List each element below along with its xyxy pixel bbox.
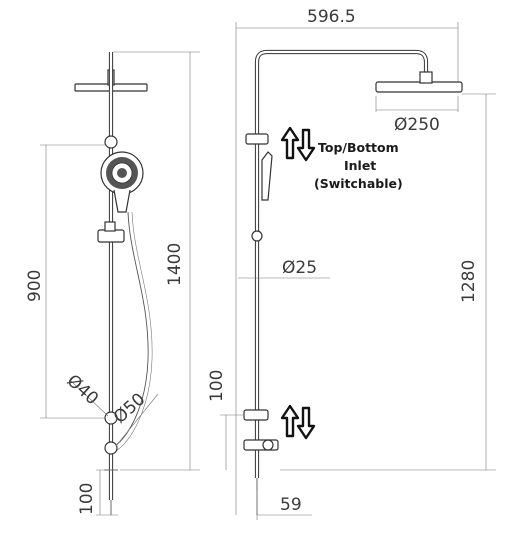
side-dimensions: 596.5 Ø250 Ø25 1280 100 59 <box>207 7 496 520</box>
bottom-inlet-fitting <box>243 409 269 421</box>
head-diameter-label: Ø250 <box>394 115 440 135</box>
front-view <box>74 52 153 515</box>
inlet-note: Top/Bottom Inlet (Switchable) <box>314 140 403 191</box>
up-down-arrows-icon <box>280 404 316 440</box>
inlet-note-line1: Top/Bottom <box>318 140 399 155</box>
front-mixer-bottom <box>104 441 118 455</box>
front-diverter-knob <box>104 135 118 149</box>
inlet-note-line2: Inlet <box>344 158 376 173</box>
side-hand-shower <box>261 151 273 201</box>
slide-length-label: 900 <box>25 270 45 302</box>
overall-width-label: 596.5 <box>307 7 356 27</box>
pipe-diameter-label: Ø25 <box>282 258 317 278</box>
inlet-note-line3: (Switchable) <box>314 176 403 191</box>
side-shower-head <box>375 81 463 93</box>
front-height-label: 1400 <box>165 243 185 286</box>
outlet-height-label: 1280 <box>459 260 479 303</box>
side-view <box>243 49 463 515</box>
top-inlet-fitting <box>245 133 269 145</box>
offset-label: 59 <box>280 495 302 515</box>
hand-shower-face <box>100 151 144 213</box>
right-base-label: 100 <box>207 370 227 402</box>
diameter-40-label: Ø40 <box>63 371 102 409</box>
front-slide-bracket <box>97 229 125 243</box>
up-down-arrows-icon <box>280 126 316 162</box>
left-base-label: 100 <box>77 483 97 515</box>
side-holder-knob <box>251 230 263 242</box>
